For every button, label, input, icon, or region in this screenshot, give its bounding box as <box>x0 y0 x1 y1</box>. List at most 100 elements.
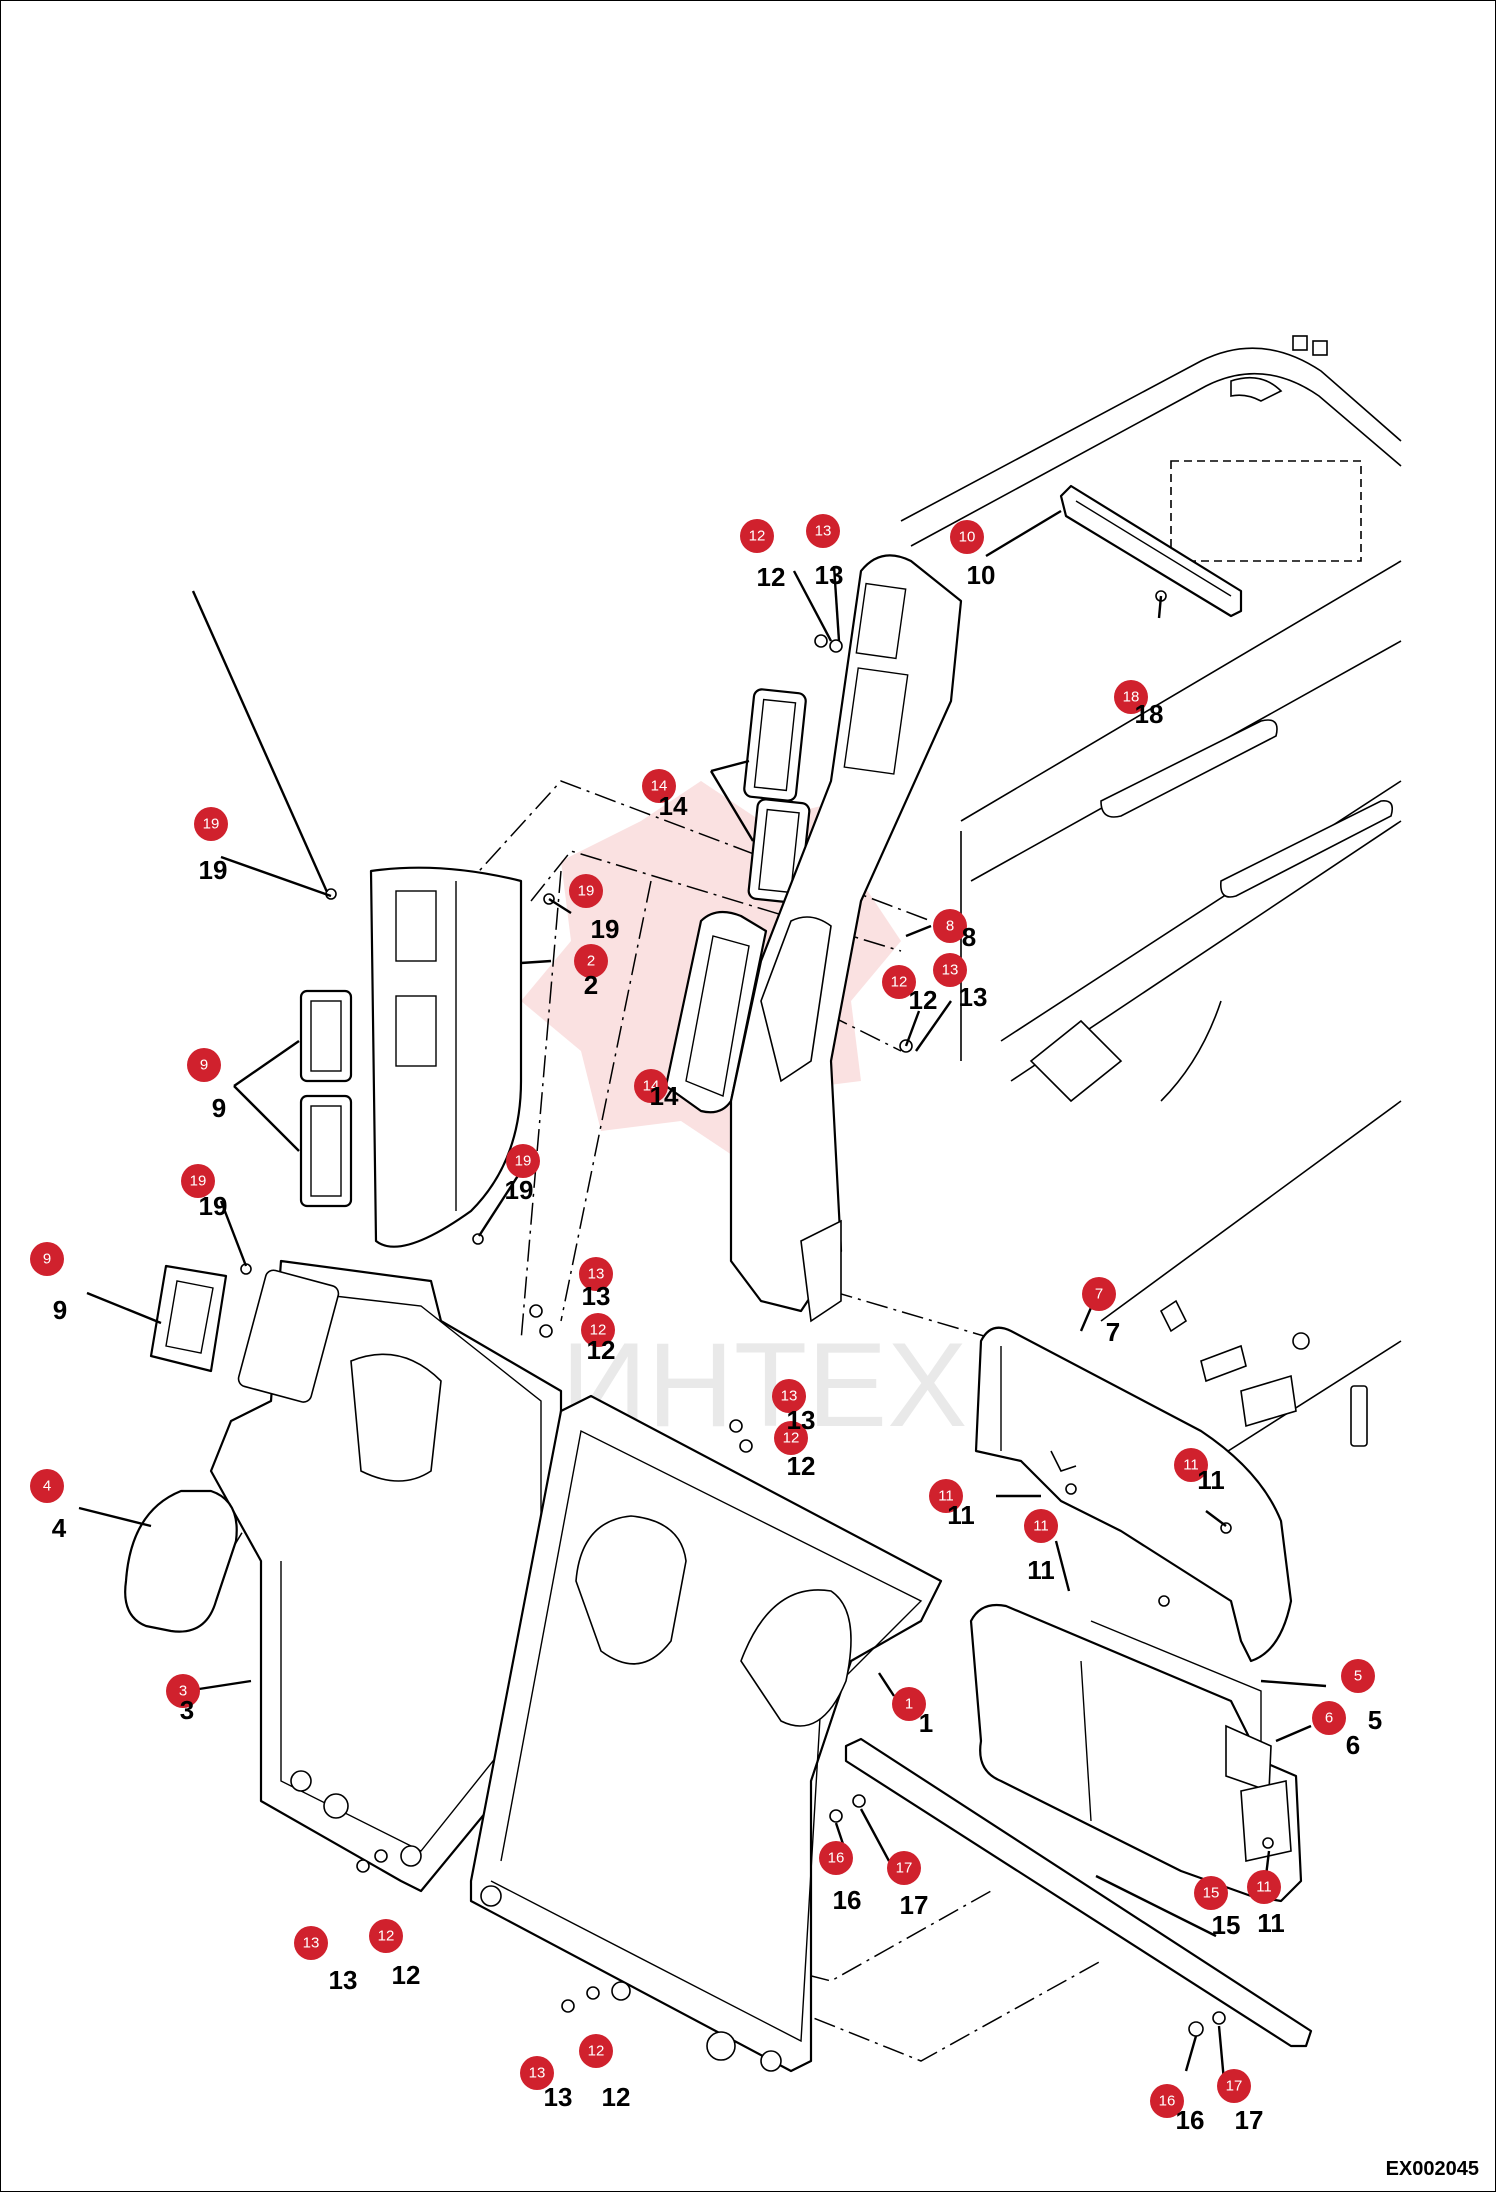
callout-number: 13 <box>787 1405 816 1435</box>
callout-badge <box>933 909 967 943</box>
callout-badge <box>181 1164 215 1198</box>
callout-badge <box>634 1069 668 1103</box>
callout-number: 5 <box>1368 1705 1382 1735</box>
callout-11: 11 11 <box>1247 1870 1285 1938</box>
callout-badge-label: 12 <box>891 974 908 991</box>
cab-body-outline <box>900 335 1402 1482</box>
callout-badge-label: 12 <box>590 1322 607 1339</box>
callout-number: 12 <box>392 1960 421 1990</box>
callout-number: 17 <box>1235 2105 1264 2135</box>
callout-badge <box>1247 1870 1281 1904</box>
callout-badge <box>574 944 608 978</box>
callout-badge-label: 9 <box>200 1057 208 1074</box>
callout-number: 11 <box>1027 1555 1055 1585</box>
callout-number: 11 <box>1257 1908 1285 1938</box>
panel-lower-right <box>469 1394 943 2073</box>
callout-badge-label: 16 <box>828 1850 845 1867</box>
callout-badge-label: 17 <box>1226 2078 1243 2095</box>
callout-badge-label: 4 <box>43 1478 51 1495</box>
callout-badge <box>887 1851 921 1885</box>
callout-number: 8 <box>962 922 976 952</box>
callout-badge <box>740 519 774 553</box>
duct-box <box>969 1603 1303 1903</box>
callout-11: 11 11 <box>1024 1509 1058 1585</box>
callout-badge-label: 7 <box>1095 1286 1103 1303</box>
callout-badge-label: 11 <box>1033 1518 1049 1535</box>
callout-number: 15 <box>1212 1910 1241 1940</box>
callout-badge <box>929 1479 963 1513</box>
callout-1: 11 <box>892 1687 933 1738</box>
callout-number: 3 <box>180 1695 194 1725</box>
callout-number: 11 <box>947 1500 975 1530</box>
callout-badge-label: 13 <box>303 1935 320 1952</box>
callout-number: 2 <box>584 970 598 1000</box>
callout-badge <box>1194 1876 1228 1910</box>
callout-number: 7 <box>1106 1317 1120 1347</box>
callout-badge-label: 1 <box>905 1696 913 1713</box>
callout-number: 13 <box>329 1965 358 1995</box>
callout-number: 18 <box>1135 699 1164 729</box>
callout-number: 11 <box>1197 1465 1225 1495</box>
callout-badge <box>369 1919 403 1953</box>
callout-badge-label: 13 <box>815 523 832 540</box>
callout-badge-label: 15 <box>1203 1885 1220 1902</box>
callout-badge-label: 2 <box>587 953 595 970</box>
callout-badge <box>774 1421 808 1455</box>
callout-6: 66 <box>1312 1701 1360 1760</box>
fasteners <box>240 590 1274 2037</box>
callout-badge-label: 11 <box>1256 1879 1272 1896</box>
callout-badge-label: 18 <box>1123 689 1140 706</box>
callout-badge-label: 12 <box>749 528 766 545</box>
drawing-id: EX002045 <box>1385 2158 1479 2180</box>
callout-badge-label: 8 <box>946 918 954 935</box>
callout-13: 13 13 <box>806 514 843 590</box>
callout-badge <box>581 1313 615 1347</box>
callout-badge <box>950 520 984 554</box>
callout-badge <box>933 953 967 987</box>
callout-badge <box>1024 1509 1058 1543</box>
callout-badge <box>819 1841 853 1875</box>
callout-badge-label: 13 <box>942 962 959 979</box>
grilles-upper <box>299 989 353 1208</box>
callout-badge-label: 19 <box>578 883 595 900</box>
callout-number: 19 <box>199 1191 228 1221</box>
callout-number: 1 <box>919 1708 933 1738</box>
callout-number: 19 <box>199 855 228 885</box>
callout-number: 13 <box>815 560 844 590</box>
pillar-trim-left <box>369 866 523 1248</box>
callout-badge <box>806 514 840 548</box>
callout-badge-label: 13 <box>781 1388 798 1405</box>
grilles-14 <box>664 688 811 1114</box>
callout-7: 77 <box>1082 1277 1120 1347</box>
callout-number: 14 <box>659 791 688 821</box>
callout-badge <box>520 2056 554 2090</box>
callout-badge <box>642 769 676 803</box>
callout-badge-label: 6 <box>1325 1710 1333 1727</box>
callout-badge-label: 11 <box>938 1488 954 1505</box>
callout-badge-label: 9 <box>43 1251 51 1268</box>
callout-badge <box>1082 1277 1116 1311</box>
rear-vent-panel <box>1059 484 1243 618</box>
callout-4: 44 <box>30 1469 67 1543</box>
